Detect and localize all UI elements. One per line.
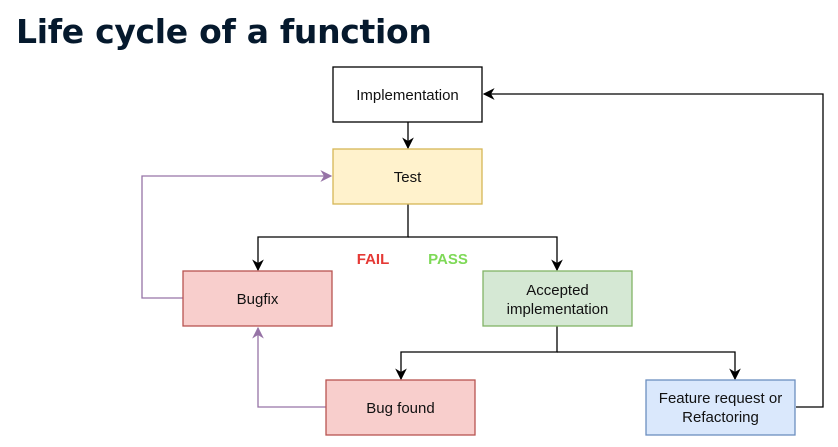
node-bugfix-box	[182, 270, 333, 327]
edge-accepted-to-bug-found	[395, 326, 558, 381]
node-test-box	[332, 148, 483, 205]
edge-test-to-accepted	[408, 236, 563, 272]
page-title: Life cycle of a function	[16, 12, 432, 51]
edges	[252, 88, 824, 408]
node-accepted-label-line1: Accepted	[526, 282, 589, 299]
node-bugfix-label: Bugfix	[237, 291, 279, 308]
edge-bugfix-to-test	[141, 170, 333, 299]
node-bug-found-box	[325, 379, 476, 436]
node-feature-request-label-line1: Feature request or	[659, 390, 782, 407]
node-accepted-box	[482, 270, 633, 327]
edge-test-to-bugfix	[252, 204, 409, 272]
edge-bug-found-to-bugfix	[252, 326, 326, 408]
pass-label: PASS	[428, 251, 468, 268]
edge-feature-request-to-implementation	[482, 88, 824, 408]
node-feature-request-label-line2: Refactoring	[682, 409, 759, 426]
edge-accepted-to-feature-request	[557, 351, 741, 381]
node-feature-request[interactable]: Feature request or Refactoring	[645, 379, 796, 436]
node-accepted-label-line2: implementation	[507, 301, 609, 318]
node-test[interactable]: Test	[332, 148, 483, 205]
node-test-label: Test	[394, 169, 422, 186]
node-implementation-box	[332, 66, 483, 123]
node-implementation-label: Implementation	[356, 87, 459, 104]
node-bugfix[interactable]: Bugfix	[182, 270, 333, 327]
fail-label: FAIL	[357, 251, 390, 268]
node-feature-request-box	[645, 379, 796, 436]
node-implementation[interactable]: Implementation	[332, 66, 483, 123]
node-bug-found[interactable]: Bug found	[325, 379, 476, 436]
feedback-edges	[141, 170, 333, 408]
node-bug-found-label: Bug found	[366, 400, 434, 417]
node-accepted-implementation[interactable]: Accepted implementation	[482, 270, 633, 327]
